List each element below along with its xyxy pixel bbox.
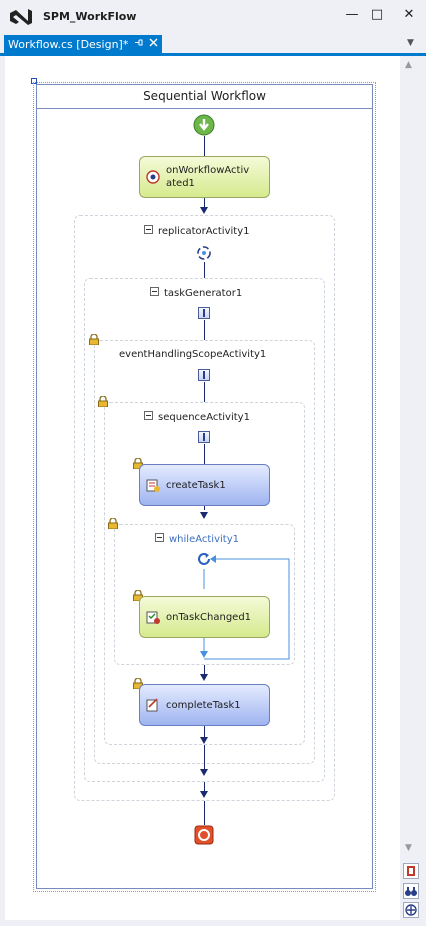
workflow-start-icon bbox=[193, 114, 215, 136]
window-title: SPM_WorkFlow bbox=[43, 10, 137, 23]
connector-line bbox=[204, 801, 205, 825]
connector-line bbox=[204, 262, 205, 278]
connector-line bbox=[204, 382, 205, 402]
activity-label: createTask1 bbox=[166, 479, 226, 491]
tab-overflow-chevron-down-icon[interactable]: ▼ bbox=[407, 38, 414, 48]
sequence-icon bbox=[198, 431, 210, 443]
connector-line bbox=[204, 506, 205, 510]
sequence-activity-scope[interactable] bbox=[104, 402, 305, 745]
event-handling-scope-title[interactable]: eventHandlingScopeActivity1 bbox=[119, 349, 267, 360]
activity-label: onWorkflowActivated1 bbox=[166, 165, 250, 189]
selection-handle[interactable] bbox=[31, 78, 37, 84]
tab-workflow-design[interactable]: Workflow.cs [Design]* bbox=[4, 35, 163, 53]
collapse-toggle-icon[interactable] bbox=[144, 411, 153, 420]
binoculars-pan-icon[interactable] bbox=[403, 883, 419, 899]
connector-line bbox=[204, 726, 205, 738]
connector-line bbox=[204, 665, 205, 675]
connector-arrow bbox=[200, 512, 208, 519]
collapse-toggle-icon[interactable] bbox=[150, 287, 159, 296]
visual-studio-logo-icon bbox=[10, 9, 32, 25]
activity-label: completeTask1 bbox=[166, 699, 241, 711]
task-changed-icon bbox=[146, 611, 160, 624]
tab-underline bbox=[0, 53, 426, 56]
collapse-toggle-icon[interactable] bbox=[144, 225, 153, 234]
activity-on-workflow-activated[interactable]: onWorkflowActivated1 bbox=[139, 156, 270, 198]
scope-label: taskGenerator1 bbox=[164, 288, 243, 299]
activity-label: onTaskChanged1 bbox=[166, 611, 252, 623]
replicator-activity-title[interactable]: replicatorActivity1 bbox=[144, 225, 249, 237]
connector-arrow bbox=[200, 769, 208, 776]
sequence-activity-title[interactable]: sequenceActivity1 bbox=[144, 411, 250, 423]
workflow-selection-border bbox=[33, 82, 376, 892]
sequence-icon bbox=[198, 307, 210, 319]
scroll-up-arrow-icon[interactable]: ▲ bbox=[405, 60, 412, 70]
while-loop-connector bbox=[200, 555, 290, 660]
task-generator-scope[interactable] bbox=[84, 278, 325, 782]
task-generator-title[interactable]: taskGenerator1 bbox=[150, 287, 242, 299]
while-loop-icon bbox=[198, 553, 210, 565]
zoom-to-level-icon[interactable] bbox=[403, 863, 419, 879]
connector-line bbox=[204, 136, 205, 156]
workflow-title: Sequential Workflow bbox=[37, 85, 372, 109]
connector-arrow bbox=[200, 791, 208, 798]
title-bar: SPM_WorkFlow — □ ✕ bbox=[0, 0, 426, 34]
scope-label: replicatorActivity1 bbox=[158, 226, 250, 237]
replicator-icon bbox=[197, 246, 211, 260]
scope-label: whileActivity1 bbox=[169, 534, 239, 545]
while-activity-title[interactable]: whileActivity1 bbox=[155, 533, 239, 545]
connector-line bbox=[204, 444, 205, 464]
activity-complete-task[interactable]: completeTask1 bbox=[139, 684, 270, 726]
connector-line bbox=[204, 745, 205, 769]
connector-arrow bbox=[200, 674, 208, 681]
activity-create-task[interactable]: createTask1 bbox=[139, 464, 270, 506]
lock-icon bbox=[98, 396, 108, 407]
connector-line bbox=[204, 198, 205, 207]
pin-icon[interactable] bbox=[134, 38, 143, 50]
sequence-icon bbox=[198, 369, 210, 381]
lock-icon bbox=[108, 518, 118, 529]
complete-task-icon bbox=[146, 698, 158, 712]
connector-line bbox=[204, 782, 205, 791]
scope-label: sequenceActivity1 bbox=[158, 412, 250, 423]
event-driven-icon bbox=[146, 170, 160, 184]
while-activity-scope[interactable] bbox=[114, 524, 295, 665]
collapse-toggle-icon[interactable] bbox=[155, 533, 164, 542]
tab-label: Workflow.cs [Design]* bbox=[8, 37, 129, 51]
vertical-scrollbar[interactable] bbox=[401, 56, 421, 920]
minimize-button[interactable]: — bbox=[345, 7, 359, 22]
create-task-icon bbox=[146, 479, 160, 492]
replicator-activity-scope[interactable] bbox=[74, 215, 335, 801]
workflow-end-icon bbox=[194, 825, 214, 845]
connector-line bbox=[204, 320, 205, 340]
connector-arrow bbox=[200, 737, 208, 744]
lock-icon bbox=[89, 334, 99, 345]
connector-arrow bbox=[200, 207, 208, 214]
close-button[interactable]: ✕ bbox=[403, 7, 415, 22]
pan-move-icon[interactable] bbox=[403, 902, 419, 918]
maximize-button[interactable]: □ bbox=[370, 7, 384, 22]
close-icon[interactable] bbox=[149, 38, 158, 50]
scroll-down-arrow-icon[interactable]: ▼ bbox=[405, 843, 412, 853]
activity-on-task-changed[interactable]: onTaskChanged1 bbox=[139, 596, 270, 638]
